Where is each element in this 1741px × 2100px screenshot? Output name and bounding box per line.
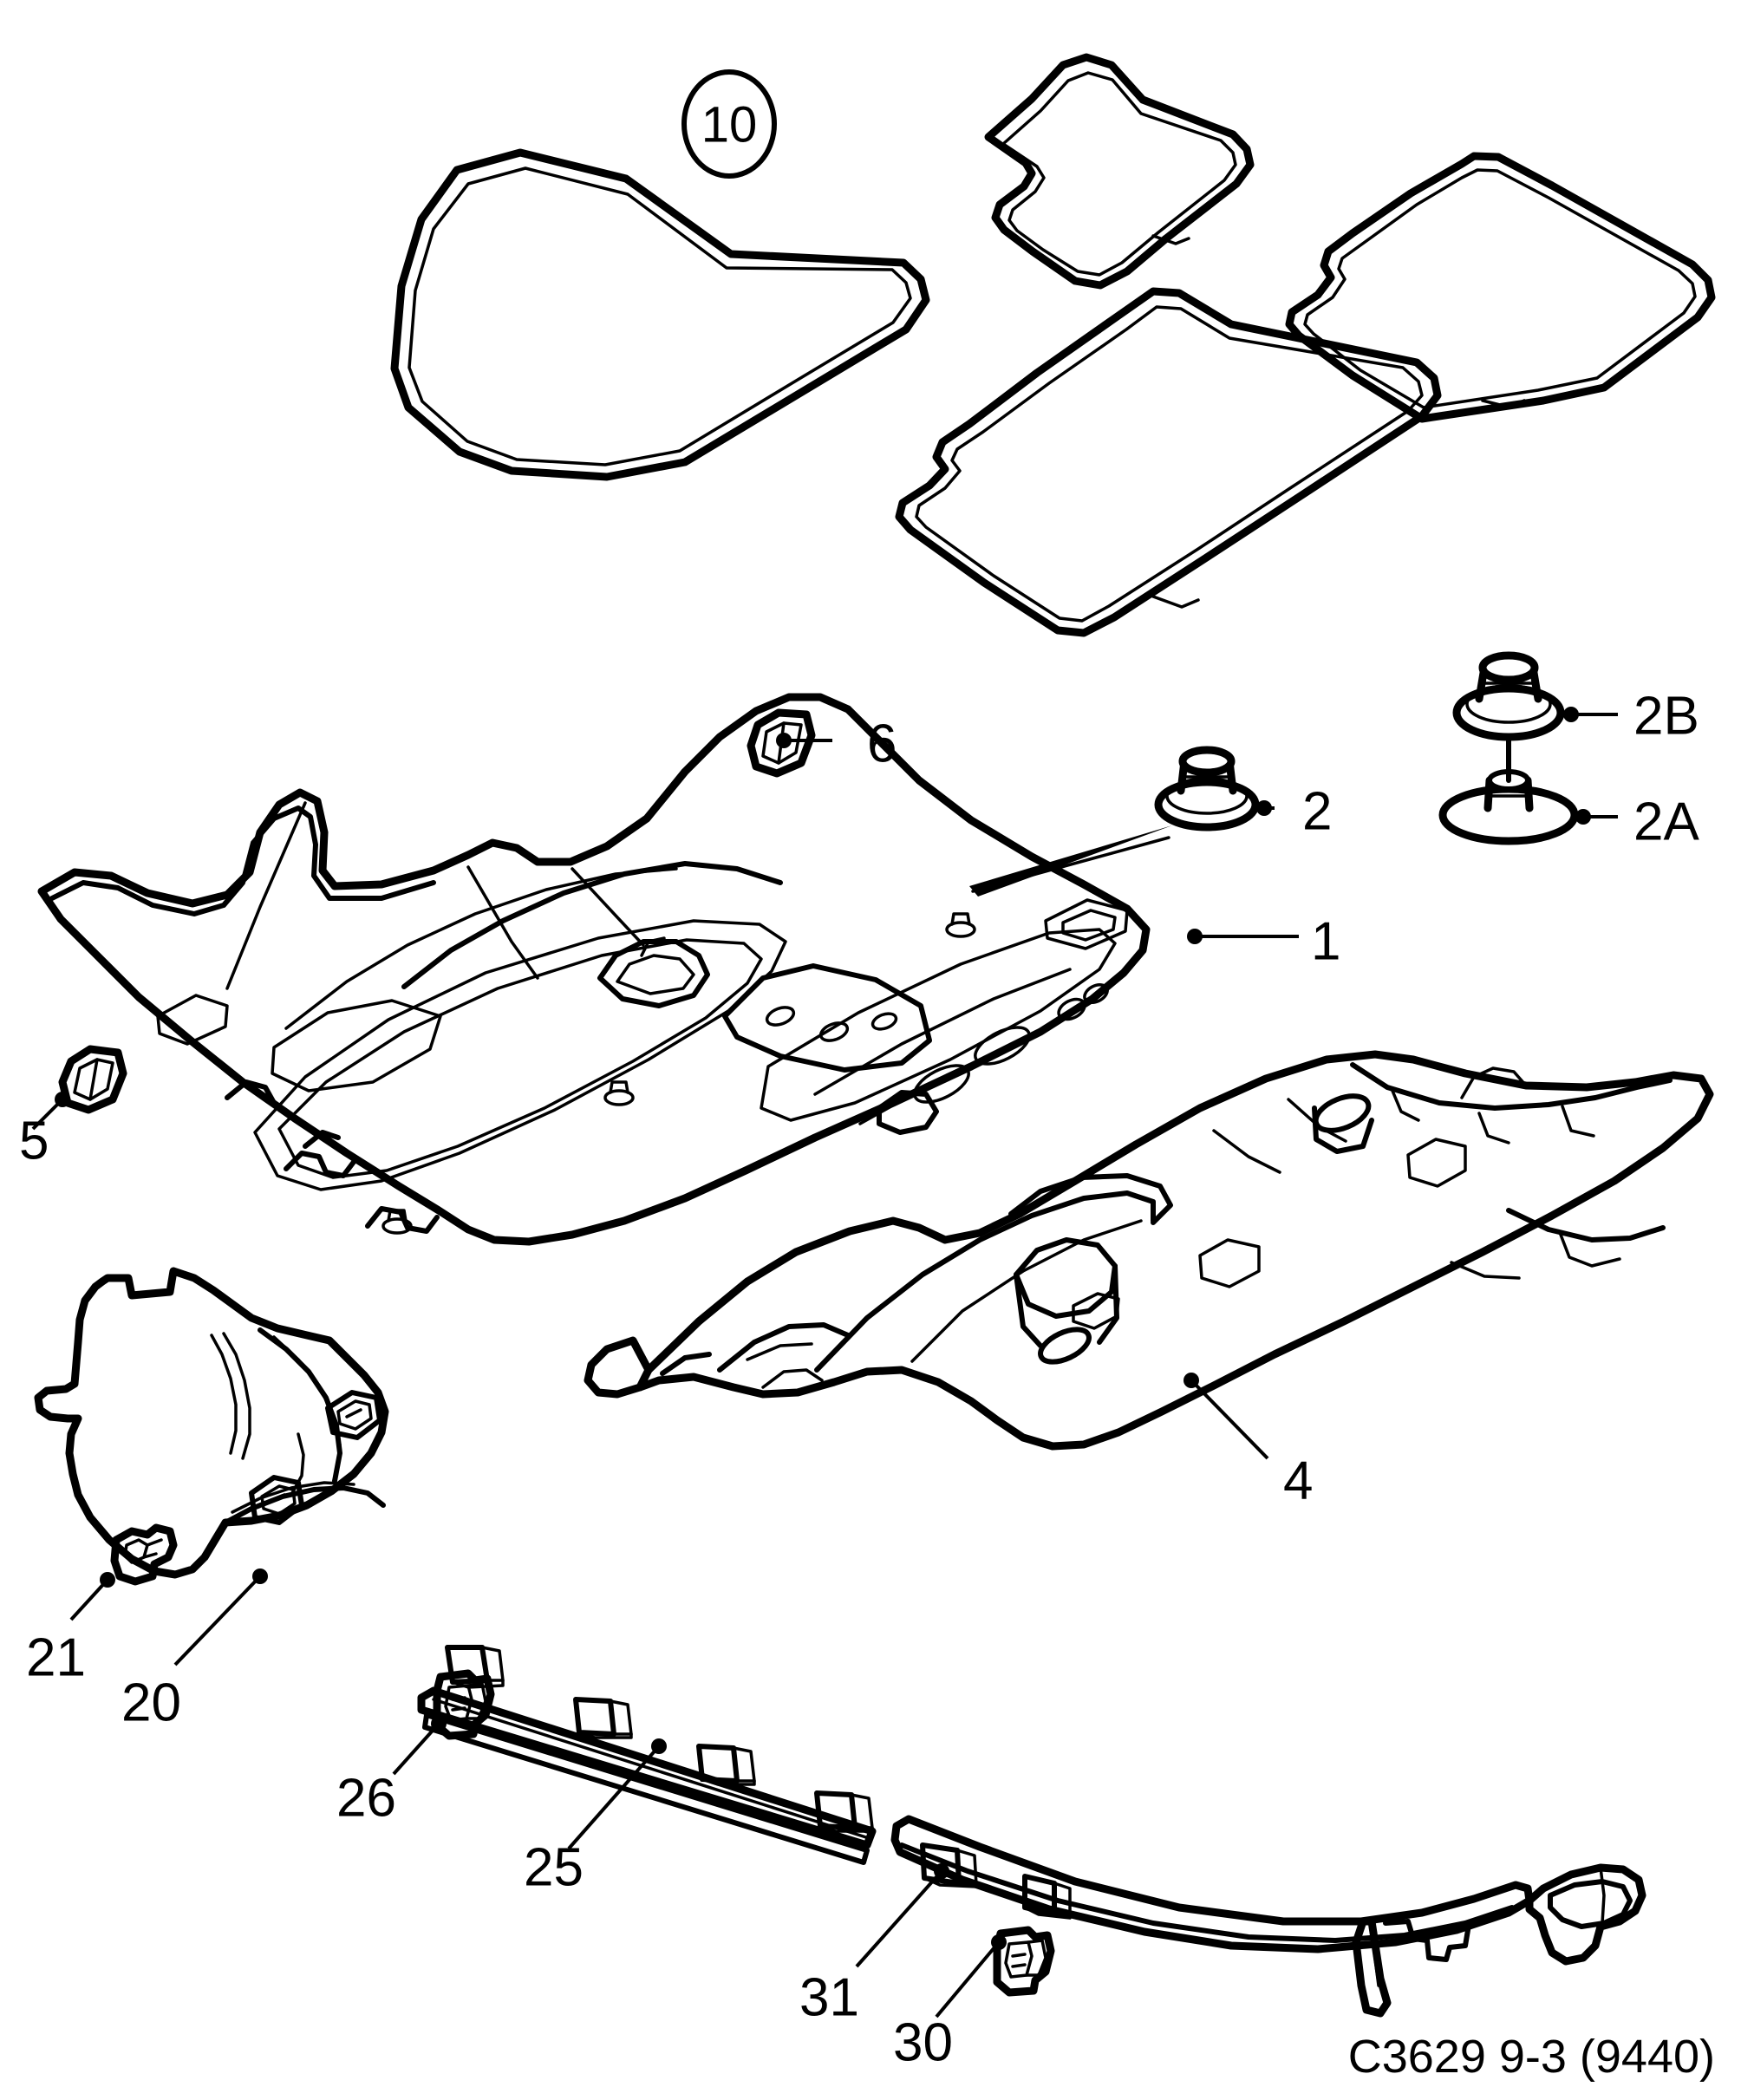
callout-labels: 6 2 2B 2A 1 5 4 21 20 26 25 31 30	[19, 686, 1699, 2072]
front-floor-carpet	[37, 693, 1151, 1246]
sill-trim-bracket	[1352, 1915, 1494, 2018]
sill-trim-clip-rear	[993, 1926, 1055, 1997]
rear-sill-tab-2	[1022, 1874, 1072, 1920]
rear-carpet-cup-2	[1312, 1093, 1374, 1154]
callout-2-label: 2	[1302, 781, 1332, 841]
callout-25-label: 25	[524, 1837, 584, 1897]
kick-panel-boss-2	[249, 1475, 304, 1525]
callout-1-label: 1	[1311, 911, 1340, 971]
floor-mat-front-left	[390, 148, 930, 481]
callout-21-label: 21	[26, 1627, 86, 1687]
sill-trim-tab-2	[573, 1697, 633, 1739]
diagram-footer-code: C3629 9-3 (9440)	[1348, 2031, 1715, 2083]
callout-2b-label: 2B	[1633, 686, 1699, 746]
callout-10-label: 10	[701, 96, 758, 153]
floor-mat-front-right	[984, 53, 1255, 290]
fastener-cap-upper	[1452, 651, 1565, 741]
kick-panel-clip	[110, 1523, 178, 1586]
rear-carpet-cup	[1014, 1237, 1119, 1365]
carpet-grommet-fastener	[1154, 746, 1260, 832]
carpet-retainer-clip-left	[58, 1045, 127, 1114]
callout-4-label: 4	[1283, 1451, 1313, 1510]
callout-20-label: 20	[121, 1673, 181, 1732]
callout-10-circle: 10	[681, 69, 777, 179]
floor-mat-rear-left	[895, 287, 1442, 637]
floor-mat-rear-right	[1285, 152, 1716, 423]
fastener-base-lower	[1438, 736, 1579, 845]
leader-lines	[31, 707, 1618, 2018]
front-door-sill-trim	[417, 1645, 877, 1865]
callout-6-label: 6	[867, 714, 897, 773]
kick-panel-boss-1	[325, 1390, 382, 1440]
callout-30-label: 30	[893, 2012, 953, 2072]
callout-26-label: 26	[336, 1768, 396, 1828]
carpet-stud-2	[603, 1080, 635, 1106]
callout-31-label: 31	[799, 1967, 859, 2027]
rear-floor-carpet	[584, 1050, 1714, 1451]
sill-trim-end-cap	[1525, 1863, 1646, 1966]
rear-door-sill-trim	[890, 1815, 1646, 2018]
sill-trim-tab-4	[814, 1790, 874, 1833]
sill-trim-tab-3	[696, 1744, 756, 1786]
left-kick-panel-trim	[34, 1267, 389, 1579]
floor-mat-set: 10	[390, 53, 1716, 637]
callout-5-label: 5	[19, 1111, 49, 1171]
callout-2a-label: 2A	[1633, 792, 1699, 851]
carpet-stud-3	[945, 912, 976, 938]
